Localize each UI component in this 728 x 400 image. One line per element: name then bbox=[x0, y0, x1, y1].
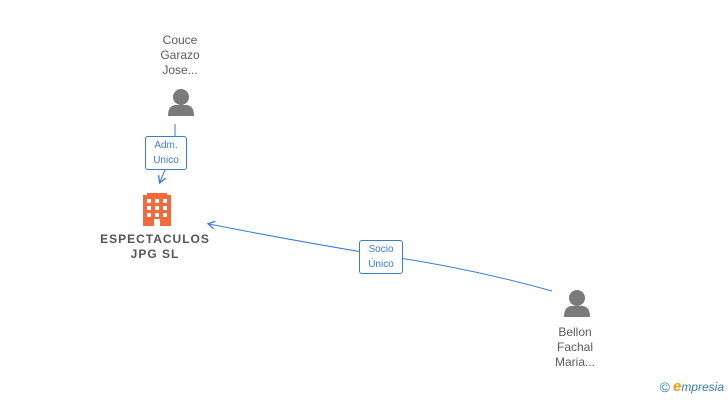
copyright-symbol: © bbox=[659, 378, 670, 395]
brand-name: mpresia bbox=[681, 380, 724, 394]
person-label-top[interactable]: Couce Garazo Jose... bbox=[160, 33, 200, 77]
person-label-bottom[interactable]: Bellon Fachal Maria... bbox=[554, 325, 595, 369]
brand-logo: © empresia bbox=[660, 378, 724, 395]
edge-label-socio-unico: Socio Único bbox=[359, 240, 403, 274]
building-icon[interactable] bbox=[143, 193, 171, 226]
person-icon[interactable] bbox=[564, 290, 590, 317]
brand-letter-e: e bbox=[672, 378, 682, 395]
edge-label-adm-unico: Adm. Unico bbox=[145, 136, 187, 170]
company-label[interactable]: ESPECTACULOS JPG SL bbox=[100, 232, 210, 261]
person-icon[interactable] bbox=[168, 89, 194, 116]
